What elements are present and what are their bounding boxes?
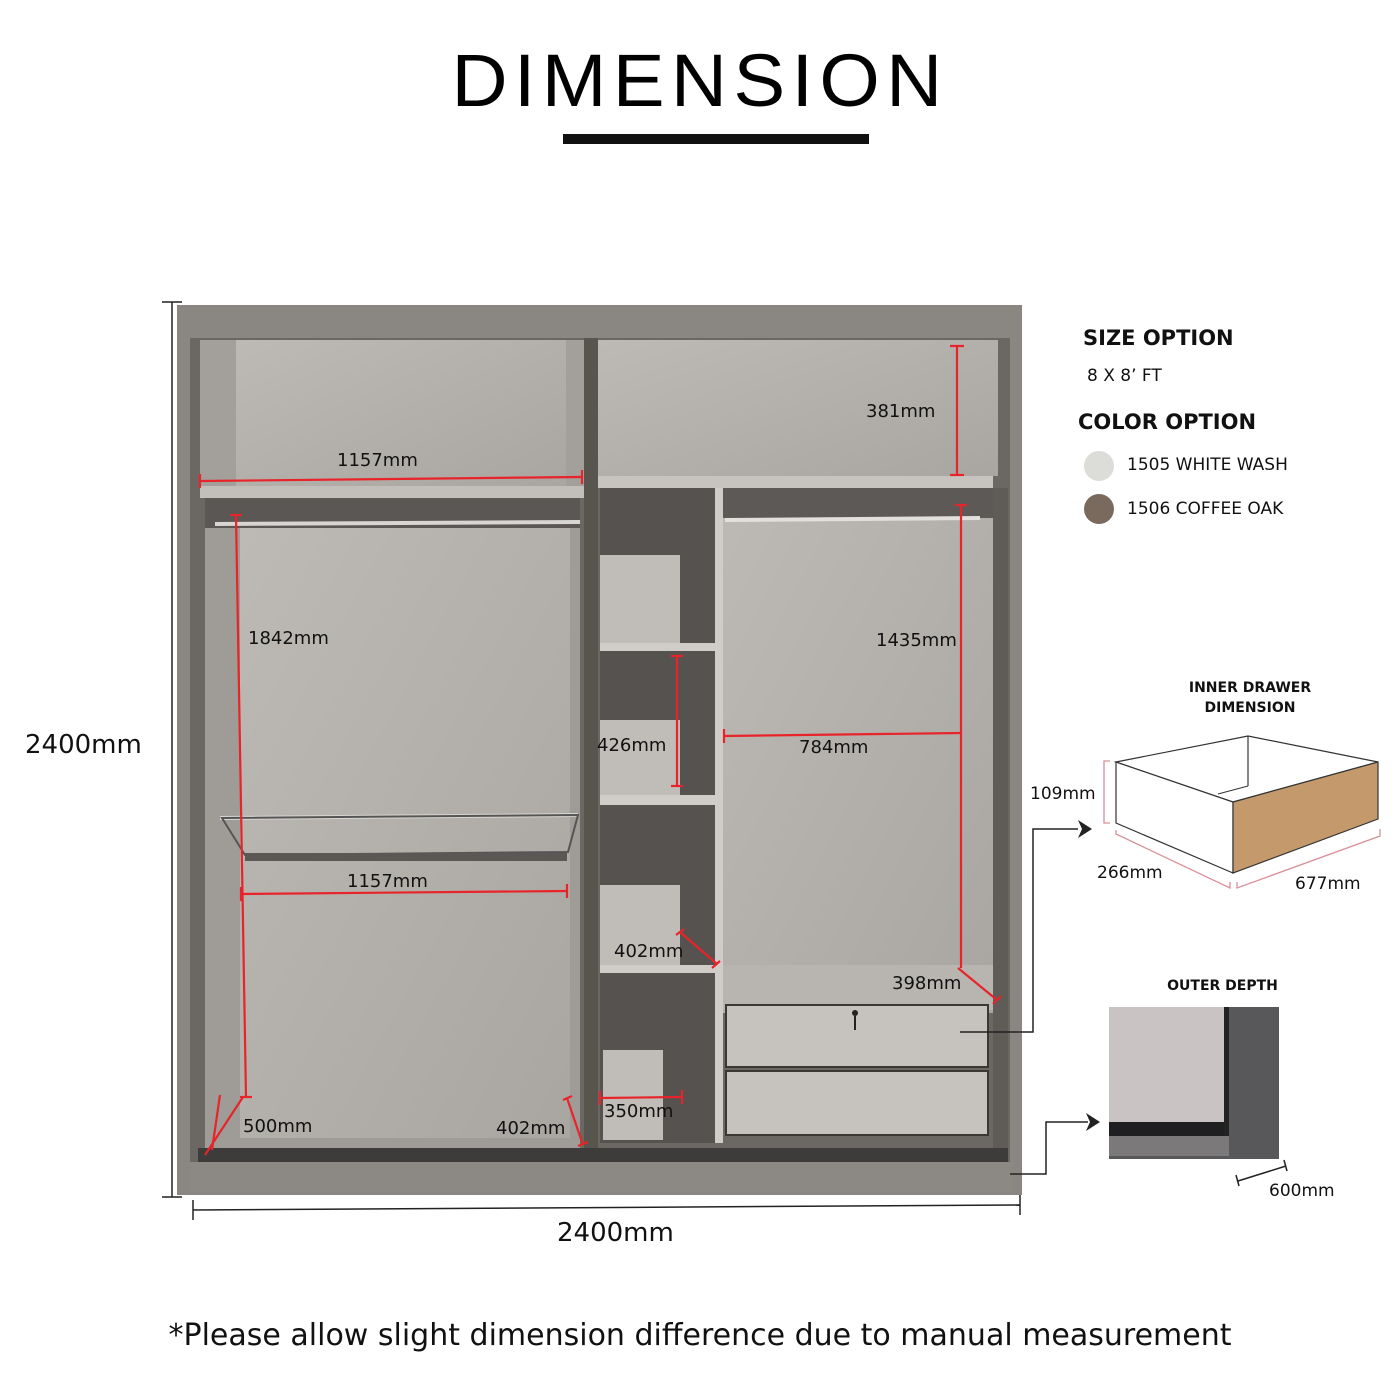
- dim-label-middle-shelf-depth: 402mm: [614, 941, 684, 962]
- dim-label-left-lower-width: 1157mm: [347, 871, 428, 892]
- dim-label-top-left-shelf: 1157mm: [337, 450, 418, 471]
- inner-drawer-depth: 677mm: [1295, 874, 1361, 894]
- right-hanging-compartment: [723, 488, 1008, 1158]
- inner-drawer-heading-line2: DIMENSION: [1204, 700, 1296, 716]
- arrow-head-icon: [1086, 1113, 1100, 1131]
- dim-label-middle-shelf-height: 426mm: [597, 735, 667, 756]
- measurement-disclaimer: *Please allow slight dimension differenc…: [168, 1318, 1232, 1353]
- size-option-value: 8 X 8’ FT: [1087, 366, 1162, 386]
- outer-depth-heading: OUTER DEPTH: [1167, 978, 1278, 994]
- page-title: DIMENSION: [451, 39, 949, 122]
- drawer-bottom: [725, 1070, 989, 1136]
- inner-drawer-illustration: [1103, 735, 1381, 890]
- color-option-heading: COLOR OPTION: [1078, 410, 1257, 434]
- dim-label-left-hanging-height: 1842mm: [248, 628, 329, 649]
- size-option-heading: SIZE OPTION: [1083, 326, 1234, 350]
- white-wash-swatch: [1084, 451, 1114, 481]
- arrow-head-icon: [1078, 820, 1092, 838]
- dim-label-right-hanging-height: 1435mm: [876, 630, 957, 651]
- red-dimension-lines: [198, 344, 1002, 1156]
- left-compartment: [200, 340, 585, 1158]
- inner-drawer-width: 266mm: [1097, 863, 1163, 883]
- lock-icon: [852, 1010, 858, 1016]
- dim-label-top-right-height: 381mm: [866, 401, 936, 422]
- dim-label-left-bottom-right-depth: 402mm: [496, 1118, 566, 1139]
- title-underline: [563, 134, 869, 144]
- coffee-oak-swatch: [1084, 494, 1114, 524]
- color-option-white-wash: 1505 WHITE WASH: [1127, 455, 1288, 475]
- overall-height-label: 2400mm: [25, 730, 142, 760]
- overall-dimension-lines: [162, 301, 1021, 1220]
- dim-label-middle-bottom-width: 350mm: [604, 1101, 674, 1122]
- outer-depth-value: 600mm: [1269, 1181, 1335, 1201]
- dim-label-right-hanging-width: 784mm: [799, 737, 869, 758]
- overall-width-label: 2400mm: [557, 1218, 674, 1248]
- inner-drawer-heading-line1: INNER DRAWER: [1188, 680, 1312, 696]
- top-right-compartment: [598, 340, 998, 488]
- drawers: [725, 1004, 989, 1136]
- drawer-top: [725, 1004, 989, 1068]
- dim-label-drawer-top-depth: 398mm: [892, 973, 962, 994]
- connector-arrows: [960, 828, 1088, 1175]
- middle-shelves: [600, 488, 723, 1143]
- color-option-coffee-oak: 1506 COFFEE OAK: [1127, 499, 1284, 519]
- outer-depth-illustration: [1109, 1007, 1288, 1187]
- dim-label-left-bottom-depth: 500mm: [243, 1116, 313, 1137]
- inner-drawer-height: 109mm: [1030, 784, 1096, 804]
